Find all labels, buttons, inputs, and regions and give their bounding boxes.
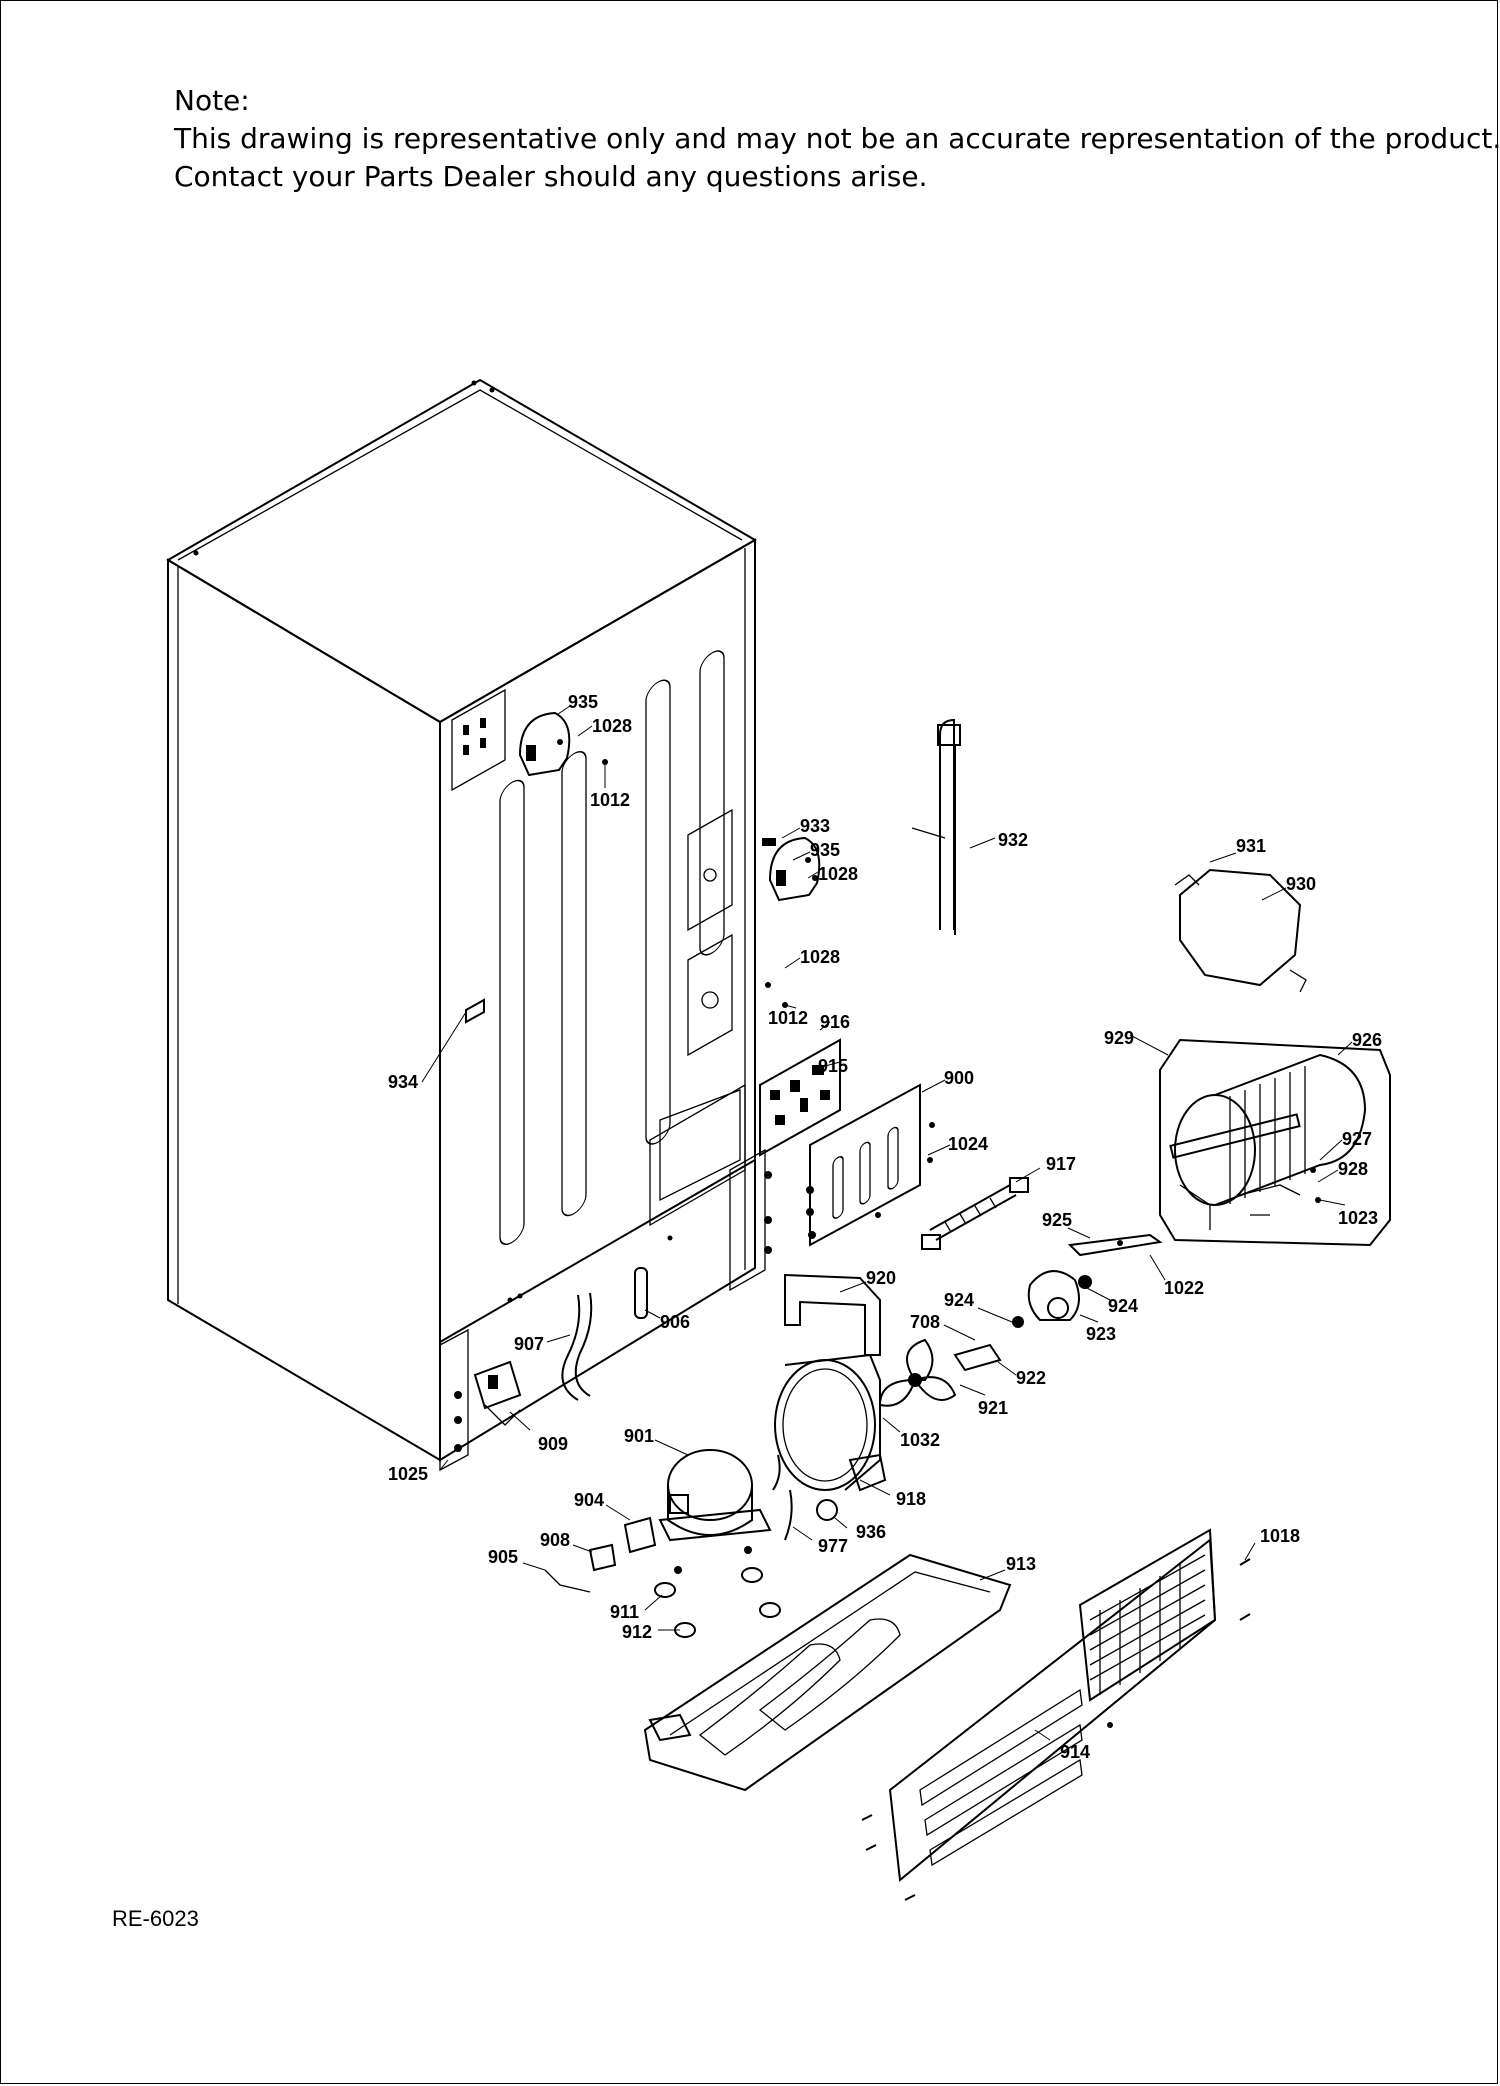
- disclaimer-note: Note: This drawing is representative onl…: [174, 82, 1500, 196]
- leader-lines: [421, 705, 1353, 1741]
- part-label: 1018: [1260, 1526, 1300, 1546]
- part-label: 1028: [818, 864, 858, 884]
- part-label: 907: [514, 1334, 544, 1354]
- part-label: 928: [1338, 1159, 1368, 1179]
- part-label: 926: [1352, 1030, 1382, 1050]
- part-label: 918: [896, 1489, 926, 1509]
- part-label: 921: [978, 1398, 1008, 1418]
- part-labels: 935 1028 1012 933 935 1028 1028 1012 916…: [388, 692, 1382, 1762]
- part-label: 906: [660, 1312, 690, 1332]
- part-label: 909: [538, 1434, 568, 1454]
- note-line-1: This drawing is representative only and …: [174, 122, 1500, 155]
- part-label: 922: [1016, 1368, 1046, 1388]
- part-label: 904: [574, 1490, 604, 1510]
- part-label: 915: [818, 1056, 848, 1076]
- part-label: 924: [1108, 1296, 1138, 1316]
- part-label: 901: [624, 1426, 654, 1446]
- part-label: 923: [1086, 1324, 1116, 1344]
- part-label: 900: [944, 1068, 974, 1088]
- parts-drawing: [473, 718, 1391, 1901]
- part-label: 933: [800, 816, 830, 836]
- part-label: 935: [568, 692, 598, 712]
- part-label: 1012: [590, 790, 630, 810]
- part-label: 920: [866, 1268, 896, 1288]
- part-label: 916: [820, 1012, 850, 1032]
- part-label: 1023: [1338, 1208, 1378, 1228]
- part-label: 917: [1046, 1154, 1076, 1174]
- part-label: 911: [610, 1602, 639, 1622]
- part-label: 905: [488, 1547, 518, 1567]
- part-label: 912: [622, 1622, 652, 1642]
- part-label: 1012: [768, 1008, 808, 1028]
- part-label: 1028: [800, 947, 840, 967]
- part-label: 925: [1042, 1210, 1072, 1230]
- part-label: 936: [856, 1522, 886, 1542]
- part-label: 930: [1286, 874, 1316, 894]
- drawing-code: RE-6023: [112, 1906, 199, 1931]
- part-label: 1028: [592, 716, 632, 736]
- note-line-2: Contact your Parts Dealer should any que…: [174, 160, 928, 193]
- part-label: 708: [910, 1312, 940, 1332]
- part-label: 908: [540, 1530, 570, 1550]
- part-label: 924: [944, 1290, 974, 1310]
- part-label: 932: [998, 830, 1028, 850]
- part-label: 935: [810, 840, 840, 860]
- part-label: 913: [1006, 1554, 1036, 1574]
- part-label: 1032: [900, 1430, 940, 1450]
- part-label: 931: [1236, 836, 1266, 856]
- part-label: 1025: [388, 1464, 428, 1484]
- part-label: 914: [1060, 1742, 1090, 1762]
- cabinet-drawing: [166, 378, 821, 1472]
- part-label: 1022: [1164, 1278, 1204, 1298]
- part-label: 934: [388, 1072, 418, 1092]
- part-label: 927: [1342, 1129, 1372, 1149]
- part-label: 977: [818, 1536, 848, 1556]
- note-heading: Note:: [174, 84, 250, 117]
- part-label: 929: [1104, 1028, 1134, 1048]
- part-label: 1024: [948, 1134, 988, 1154]
